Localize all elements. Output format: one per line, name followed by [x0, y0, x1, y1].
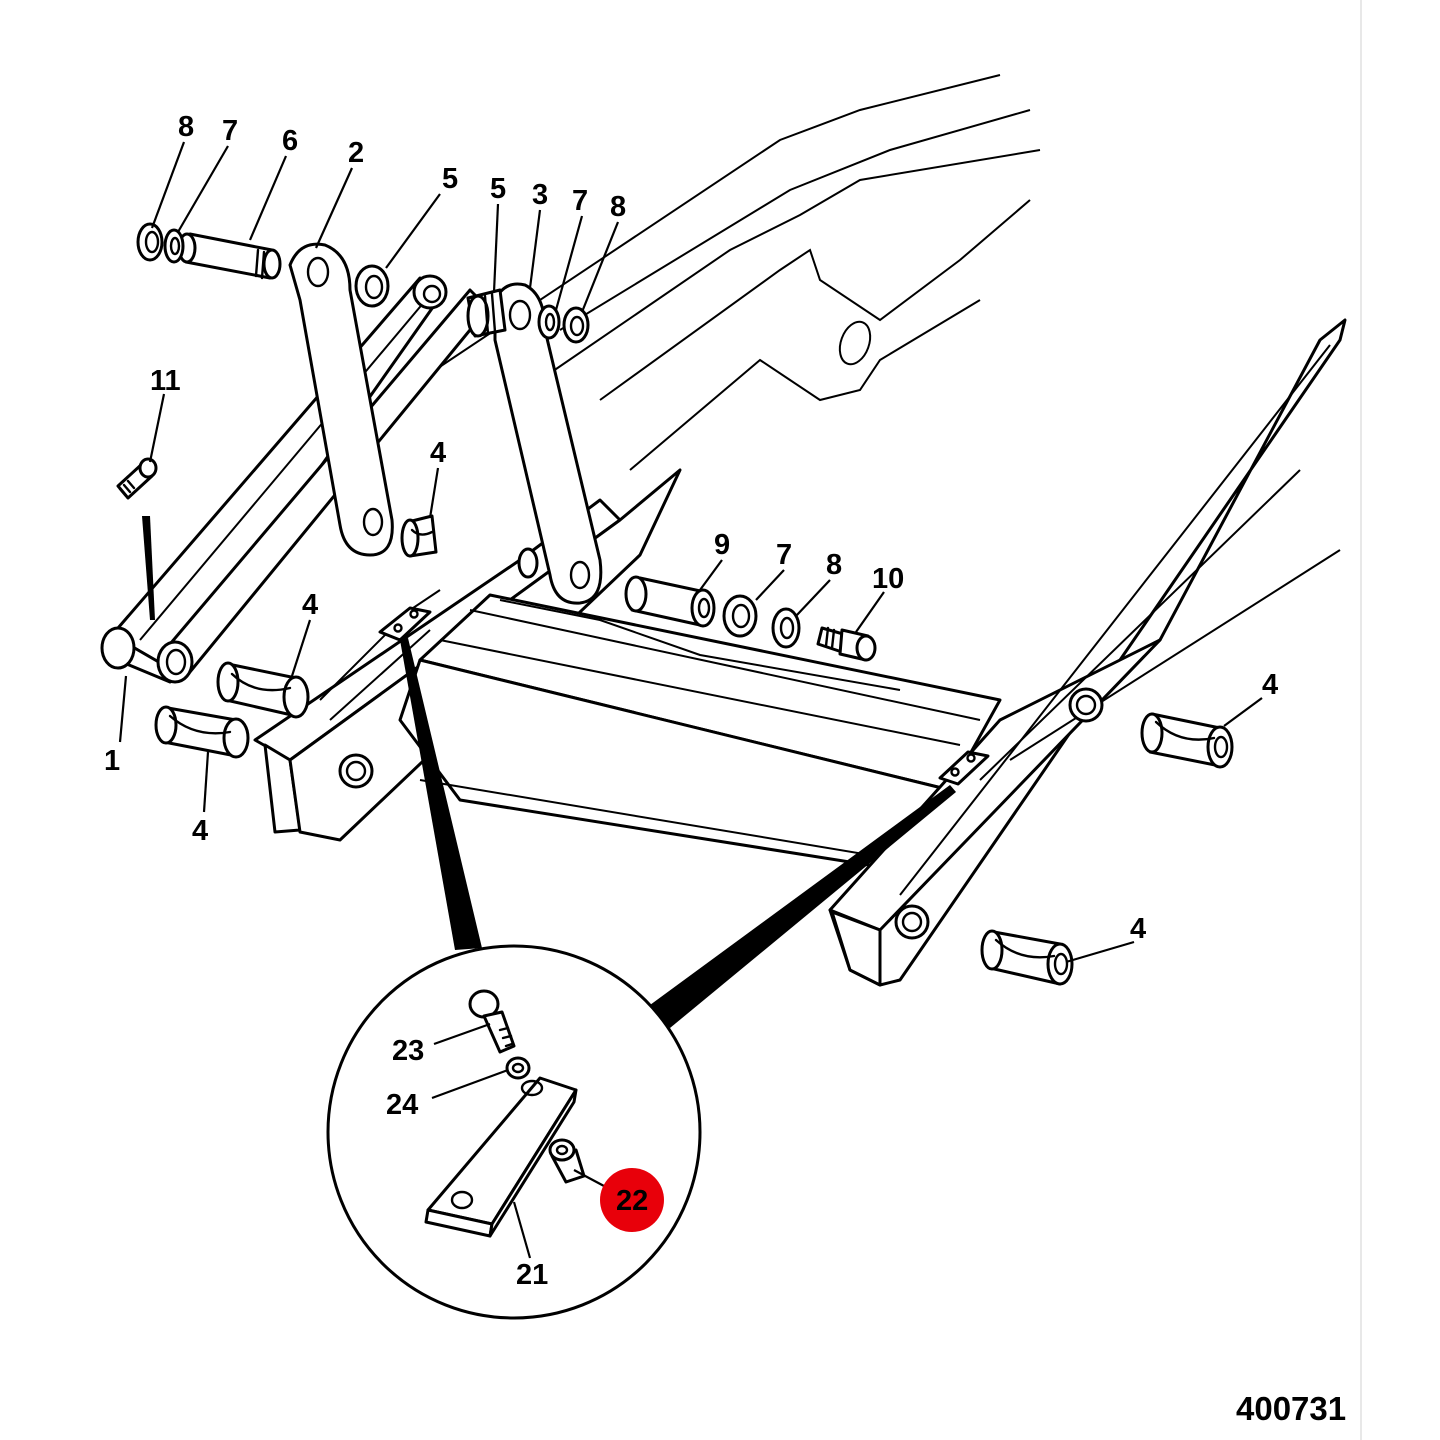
callout-7-top-left: 7: [222, 115, 238, 147]
callout-7-lower: 7: [776, 539, 792, 571]
bushing-part-4-right-lower: [980, 929, 1074, 986]
callout-1: 1: [104, 745, 120, 777]
callout-4-upper: 4: [430, 437, 446, 469]
drawing-number: 400731: [1236, 1390, 1346, 1427]
callout-11: 11: [150, 365, 181, 397]
leader-lines: [118, 141, 1263, 1259]
detail-inset: [326, 944, 702, 1320]
grease-nipple-pointer: [142, 516, 155, 620]
callout-23: 23: [392, 1035, 424, 1067]
bushing-part-4-mid-left: [216, 661, 310, 719]
bolt-part-23: [468, 989, 516, 1054]
washer-part-8-top-right: [562, 306, 590, 344]
washer-part-8-top-left: [136, 222, 164, 262]
sleeve-part-22: [548, 1138, 586, 1184]
detail-pointer-wedges: [400, 638, 956, 1028]
callout-5-right: 5: [490, 173, 506, 205]
callout-24: 24: [386, 1089, 418, 1121]
bushing-part-4-upper: [400, 514, 438, 558]
callout-3: 3: [532, 179, 548, 211]
washer-part-8-lower: [771, 607, 801, 649]
callout-9: 9: [714, 529, 730, 561]
callout-labels: 8 7 6 2 5 5 3 7 8 11 4 4 1 4 9 7 8 10 4 …: [104, 111, 1278, 1291]
bushing-part-4-lower-left: [154, 705, 250, 759]
callout-21: 21: [516, 1259, 548, 1291]
washer-part-7-top-left: [163, 228, 185, 264]
pin-part-9: [624, 575, 716, 628]
washer-part-7-top-right: [537, 304, 561, 340]
washer-part-7-lower: [722, 594, 758, 638]
callout-8-top-left: 8: [178, 111, 194, 143]
callout-4-right-lower: 4: [1130, 913, 1146, 945]
bushing-part-4-right-upper: [1140, 712, 1234, 769]
spacer-part-5-right: [466, 288, 507, 338]
callout-4-lower-left: 4: [192, 815, 208, 847]
washer-part-24: [505, 1056, 531, 1080]
callout-7-top-right: 7: [572, 185, 588, 217]
callout-6: 6: [282, 125, 298, 157]
highlight-marker-22[interactable]: [600, 1168, 664, 1232]
callout-22: 22: [616, 1185, 648, 1217]
callout-2: 2: [348, 137, 364, 169]
spacer-part-5-left: [354, 264, 390, 308]
callout-4-mid-left: 4: [302, 589, 318, 621]
callout-8-top-right: 8: [610, 191, 626, 223]
bolt-part-10: [816, 626, 877, 662]
wear-plate-part-21: [424, 1076, 578, 1238]
pin-part-6: [177, 232, 282, 280]
callout-4-right-upper: 4: [1262, 669, 1278, 701]
link-plate-part-3: [493, 282, 603, 605]
page-edge-line: [1360, 0, 1362, 1440]
grease-nipple-part-11: [116, 457, 158, 500]
callout-8-lower: 8: [826, 549, 842, 581]
callout-5-left: 5: [442, 163, 458, 195]
loader-arm-frame: [253, 74, 1347, 987]
callout-10: 10: [872, 563, 904, 595]
link-plate-part-2: [288, 242, 394, 557]
